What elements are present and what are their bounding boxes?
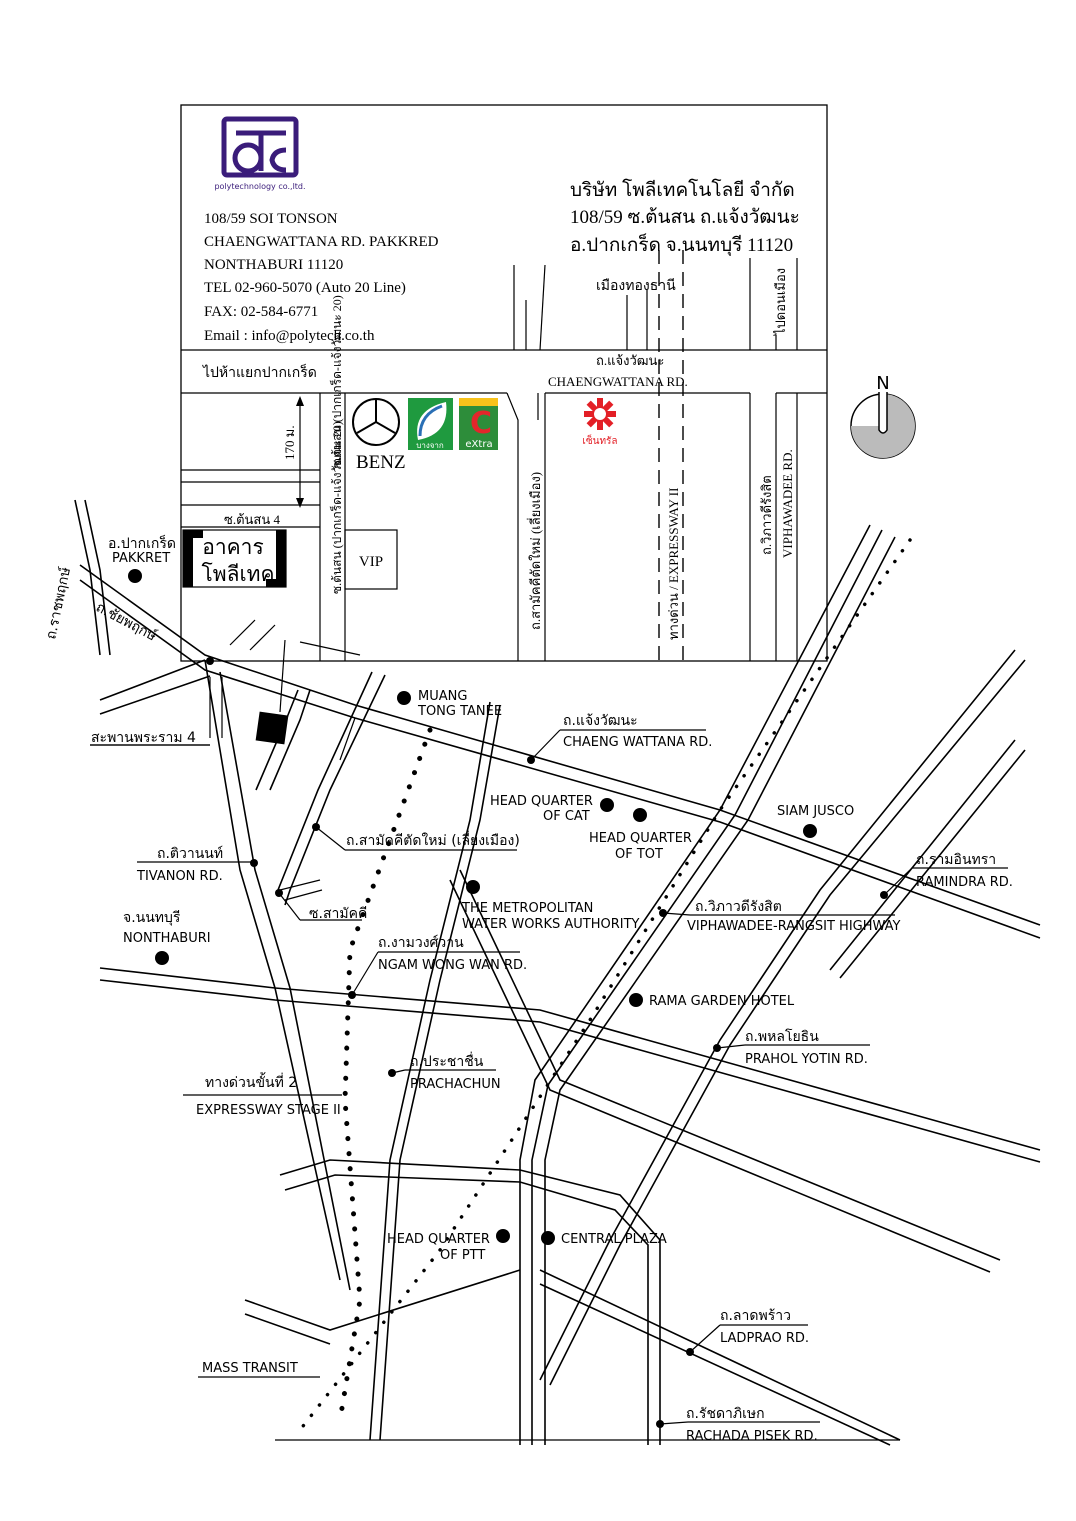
extra-label: eXtra [465, 439, 492, 450]
tivanon-en-label: TIVANON RD. [136, 869, 223, 884]
main-labels: อ.ปากเกร็ด PAKKRET ถ.ราชพฤกษ์ ถ.ชัยพฤกษ์… [42, 534, 1013, 1444]
samakkhi-label: ถ.สามัคคีตัดใหม่ (เลี่ยงเมือง) [346, 831, 520, 849]
ramindra-en-label: RAMINDRA RD. [916, 875, 1013, 890]
hq-ptt-label-2: OF PTT [440, 1248, 485, 1263]
vib-en-label: VIPHAWADEE-RANGSIT HIGHWAY [687, 919, 901, 934]
prachachun-en-label: PRACHACHUN [410, 1077, 501, 1092]
metro-label-1: THE METROPOLITAN [461, 901, 593, 916]
inset-frame [180, 104, 828, 662]
vip-label: VIP [359, 554, 383, 570]
extra-logo: C eXtra [459, 398, 498, 450]
zen-label: เซ็นทรัล [582, 433, 617, 447]
soi-20-label: ซ.ต้นสน (ปากเกร็ด-แจ้งวัฒนะ 20) [329, 295, 344, 468]
central-plaza-label: CENTRAL PLAZA [561, 1232, 667, 1247]
email: Email : info@polytech.co.th [204, 328, 375, 344]
polytech-building: อาคาร โพลีเทค ซ.ต้นสน 4 [182, 512, 287, 588]
hq-cat-label-1: HEAD QUARTER [490, 794, 593, 809]
tivanon-th-label: ถ.ติวานนท์ [157, 845, 223, 862]
north-arrow: N [850, 373, 916, 459]
prahol-th-label: ถ.พหลโยธิน [745, 1028, 819, 1045]
dotted-routes [298, 538, 912, 1432]
extra-c: C [470, 406, 492, 441]
inset-roads: VIP 170 ม. [181, 250, 827, 661]
distance-label: 170 ม. [282, 425, 297, 460]
ladprao-th-label: ถ.ลาดพร้าว [720, 1308, 791, 1324]
poi-markers [128, 569, 888, 1428]
muang-tong-label-1: MUANG [418, 689, 467, 704]
metro-label-2: WATER WORKS AUTHORITY [462, 917, 640, 932]
fax: FAX: 02-584-6771 [204, 304, 318, 320]
mass-transit-label: MASS TRANSIT [202, 1361, 298, 1376]
chaiyaphruek-label: ถ.ชัยพฤกษ์ [93, 599, 160, 645]
soi-tonson4-label: ซ.ต้นสน 4 [224, 512, 280, 527]
vibhavadi-en-label: VIPHAWADEE RD. [780, 449, 795, 558]
soi-tonson-label: ซ.ต้นสน (ปากเกร็ด-แจ้งวัฒนะ 20) [329, 421, 344, 594]
rama4-marker [255, 711, 289, 745]
address-th-line-2: 108/59 ซ.ต้นสน ถ.แจ้งวัฒนะ [570, 207, 800, 228]
leader-lines [90, 729, 1008, 1425]
rachada-en-label: RACHADA PISEK RD. [686, 1429, 818, 1444]
logo-text: polytechnology co.,ltd. [214, 182, 305, 191]
prahol-en-label: PRAHOL YOTIN RD. [745, 1052, 868, 1067]
north-label: N [876, 373, 889, 394]
express-th-label: ทางด่วนขั้นที่ 2 [205, 1072, 297, 1091]
building-line-1: อาคาร [202, 535, 264, 559]
ladprao-en-label: LADPRAO RD. [720, 1331, 809, 1346]
soi-samakkhi-label: ซ.สามัคคี [309, 906, 367, 922]
address-line-3: NONTHABURI 11120 [204, 257, 343, 273]
address-th: บริษัท โพลีเทคโนโลยี จำกัด 108/59 ซ.ต้นส… [570, 178, 800, 257]
zen-logo: เซ็นทรัล [582, 398, 618, 447]
chaengwattana-en-label: CHAENGWATTANA RD. [548, 374, 688, 389]
prachachun-th-label: ถ.ประชาชื่น [410, 1052, 484, 1070]
address-th-line-3: อ.ปากเกร็ด จ.นนทบุรี 11120 [570, 232, 793, 257]
rama-garden-label: RAMA GARDEN HOTEL [649, 994, 795, 1009]
vibhavadi-th-label: ถ.วิภาวดีรังสิต [759, 475, 774, 555]
vip-building [344, 529, 398, 590]
hq-ptt-label-1: HEAD QUARTER [387, 1232, 490, 1247]
hq-tot-label-2: OF TOT [615, 847, 663, 862]
rachada-th-label: ถ.รัชดาภิเษก [686, 1406, 765, 1422]
muang-tong-label-2: TONG TANEE [417, 704, 502, 719]
bangchak-label: บางจาก [416, 441, 444, 450]
nonthaburi-th-label: จ.นนทบุรี [123, 910, 181, 926]
chaeng-th-label: ถ.แจ้งวัฒนะ [563, 713, 638, 729]
hq-tot-label-1: HEAD QUARTER [589, 831, 692, 846]
address-line-2: CHAENGWATTANA RD. PAKKRED [204, 234, 439, 250]
chaengwattana-th-label: ถ.แจ้งวัฒนะ [596, 353, 664, 368]
nonthaburi-en-label: NONTHABURI [123, 931, 211, 946]
pakkret-en-label: PAKKRET [112, 551, 170, 566]
phone: TEL 02-960-5070 (Auto 20 Line) [204, 280, 406, 296]
bangchak-logo: บางจาก [408, 398, 453, 450]
vib-th-label: ถ.วิภาวดีรังสิต [695, 899, 782, 915]
pakkret-th-label: อ.ปากเกร็ด [108, 534, 176, 552]
express-en-label: EXPRESSWAY STAGE II [196, 1103, 341, 1118]
inset-labels: เมืองทองธานี ไปดอนเมือง ไปห้าแยกปากเกร็ด… [202, 268, 795, 640]
expressway-inset-label: ทางด่วน / EXPRESSWAY II [666, 488, 681, 640]
benz-label: BENZ [356, 452, 406, 473]
company-logo: polytechnology co.,ltd. [214, 116, 306, 191]
to-don-muang-label: ไปดอนเมือง [773, 268, 788, 336]
address-line-1: 108/59 SOI TONSON [204, 211, 338, 227]
hq-cat-label-2: OF CAT [543, 809, 590, 824]
siam-jusco-label: SIAM JUSCO [777, 804, 854, 819]
to-pakkret-label: ไปห้าแยกปากเกร็ด [202, 363, 317, 381]
rama4-bridge-label: สะพานพระราม 4 [91, 730, 196, 746]
ramindra-th-label: ถ.รามอินทรา [916, 852, 996, 868]
samakkhi-inset-label: ถ.สามัคคีตัดใหม่ (เลี่ยงเมือง) [527, 472, 543, 630]
building-line-2: โพลีเทค [201, 562, 274, 586]
main-roads [74, 499, 1041, 1446]
company-name-th: บริษัท โพลีเทคโนโลยี จำกัด [570, 178, 795, 201]
benz-logo: BENZ [352, 398, 406, 473]
ngam-th-label: ถ.งามวงศ์วาน [378, 934, 464, 951]
chaeng-en-label: CHAENG WATTANA RD. [563, 735, 712, 750]
ratchaphruek-label: ถ.ราชพฤกษ์ [42, 565, 74, 640]
ngam-en-label: NGAM WONG WAN RD. [378, 958, 527, 973]
muang-thong-thani-label: เมืองทองธานี [596, 278, 676, 294]
address-en: 108/59 SOI TONSON CHAENGWATTANA RD. PAKK… [204, 211, 439, 344]
